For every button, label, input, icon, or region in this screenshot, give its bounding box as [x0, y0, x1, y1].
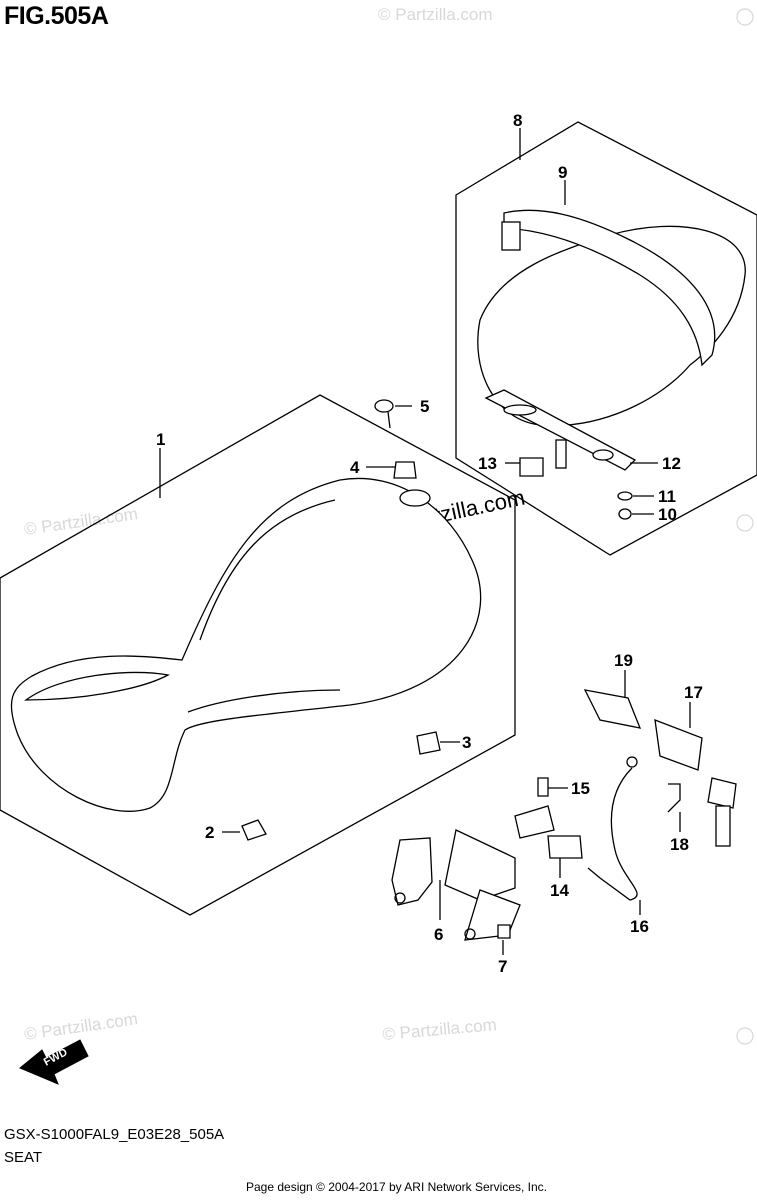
lock-parts — [583, 689, 737, 847]
callout-6: 6 — [434, 925, 443, 944]
page-credit: Page design © 2004-2017 by ARI Network S… — [246, 1180, 548, 1194]
grab-handle — [503, 209, 716, 367]
callout-7: 7 — [498, 957, 507, 976]
rear-seat-box — [455, 121, 757, 556]
front-seat-seam — [187, 689, 341, 713]
rear-cushion-13 — [519, 457, 544, 477]
callout-19: 19 — [614, 651, 633, 670]
grommet-4 — [393, 461, 417, 479]
cushion-3 — [416, 731, 441, 755]
model-code: GSX-S1000FAL9_E03E28_505A — [4, 1126, 225, 1143]
bolt-7 — [497, 924, 511, 939]
front-seat-box — [0, 394, 516, 916]
callout-8: 8 — [513, 111, 522, 130]
key-blade — [715, 805, 731, 847]
front-seat-cushion — [10, 477, 482, 812]
callout-2: 2 — [205, 823, 214, 842]
callout-labels: 1 2 3 4 5 6 7 8 9 10 11 12 13 14 15 16 1… — [156, 111, 703, 976]
seat-bracket-plate — [444, 829, 516, 901]
figure-title: FIG.505A — [4, 2, 109, 30]
watermark-text: © Partzilla.com — [378, 5, 493, 24]
callout-3: 3 — [462, 733, 471, 752]
front-seat-pad-edge — [24, 671, 170, 701]
cable-end — [626, 756, 638, 768]
watermark-text: © Partzilla.com — [23, 504, 139, 539]
callout-1: 1 — [156, 430, 165, 449]
bolt-5 — [374, 399, 394, 413]
callout-4: 4 — [350, 458, 360, 477]
key-head — [707, 777, 737, 809]
bracket-hole — [394, 892, 406, 904]
cushion-2 — [241, 819, 267, 841]
seat-bracket-assembly — [391, 829, 521, 941]
leader-lines — [159, 128, 691, 955]
seat-lock-14 — [547, 835, 583, 859]
rear-seat-outline-box — [455, 121, 757, 556]
callout-16: 16 — [630, 917, 649, 936]
callout-13: 13 — [478, 454, 497, 473]
callout-11: 11 — [658, 487, 676, 506]
bracket-tab — [555, 439, 567, 469]
watermark-text: © Partzilla.com — [23, 1009, 139, 1044]
callout-9: 9 — [558, 163, 567, 182]
fwd-arrow-icon: FWD — [19, 1039, 89, 1085]
fwd-arrow-shape — [19, 1039, 89, 1085]
front-seat-seam — [199, 499, 336, 641]
washer-11 — [617, 491, 633, 501]
callout-15: 15 — [571, 779, 590, 798]
callout-18: 18 — [670, 835, 689, 854]
seat-bracket-left-arm — [391, 837, 433, 906]
section-name: SEAT — [4, 1149, 43, 1166]
seat-lock-key-set-17 — [654, 718, 703, 771]
bracket-hole — [464, 928, 476, 940]
callout-5: 5 — [420, 397, 429, 416]
bracket-hole — [592, 449, 614, 461]
clip-18 — [667, 783, 681, 813]
bolt-shaft — [387, 411, 391, 429]
seat-lock-bracket — [514, 805, 555, 839]
callout-10: 10 — [658, 505, 677, 524]
watermark-copyright-icon — [736, 514, 754, 532]
watermark-copyright-icon — [736, 1027, 754, 1045]
grommet-ring — [399, 489, 431, 507]
seat-lock-assembly — [514, 777, 583, 859]
watermark-text: © Partzilla.com — [382, 1015, 498, 1044]
callout-12: 12 — [662, 454, 681, 473]
watermark-copyright-icon — [736, 8, 754, 26]
callout-17: 17 — [684, 683, 703, 702]
callout-14: 14 — [550, 881, 569, 900]
front-seat-small-parts — [241, 399, 441, 841]
bolt-15 — [537, 777, 549, 797]
lock-bracket-19 — [583, 689, 642, 729]
bracket-slot — [503, 404, 537, 416]
nut-10 — [618, 508, 632, 520]
seat-lock-cable — [587, 767, 638, 901]
front-seat-outline-box — [0, 394, 516, 916]
grab-handle-mount — [501, 221, 521, 251]
